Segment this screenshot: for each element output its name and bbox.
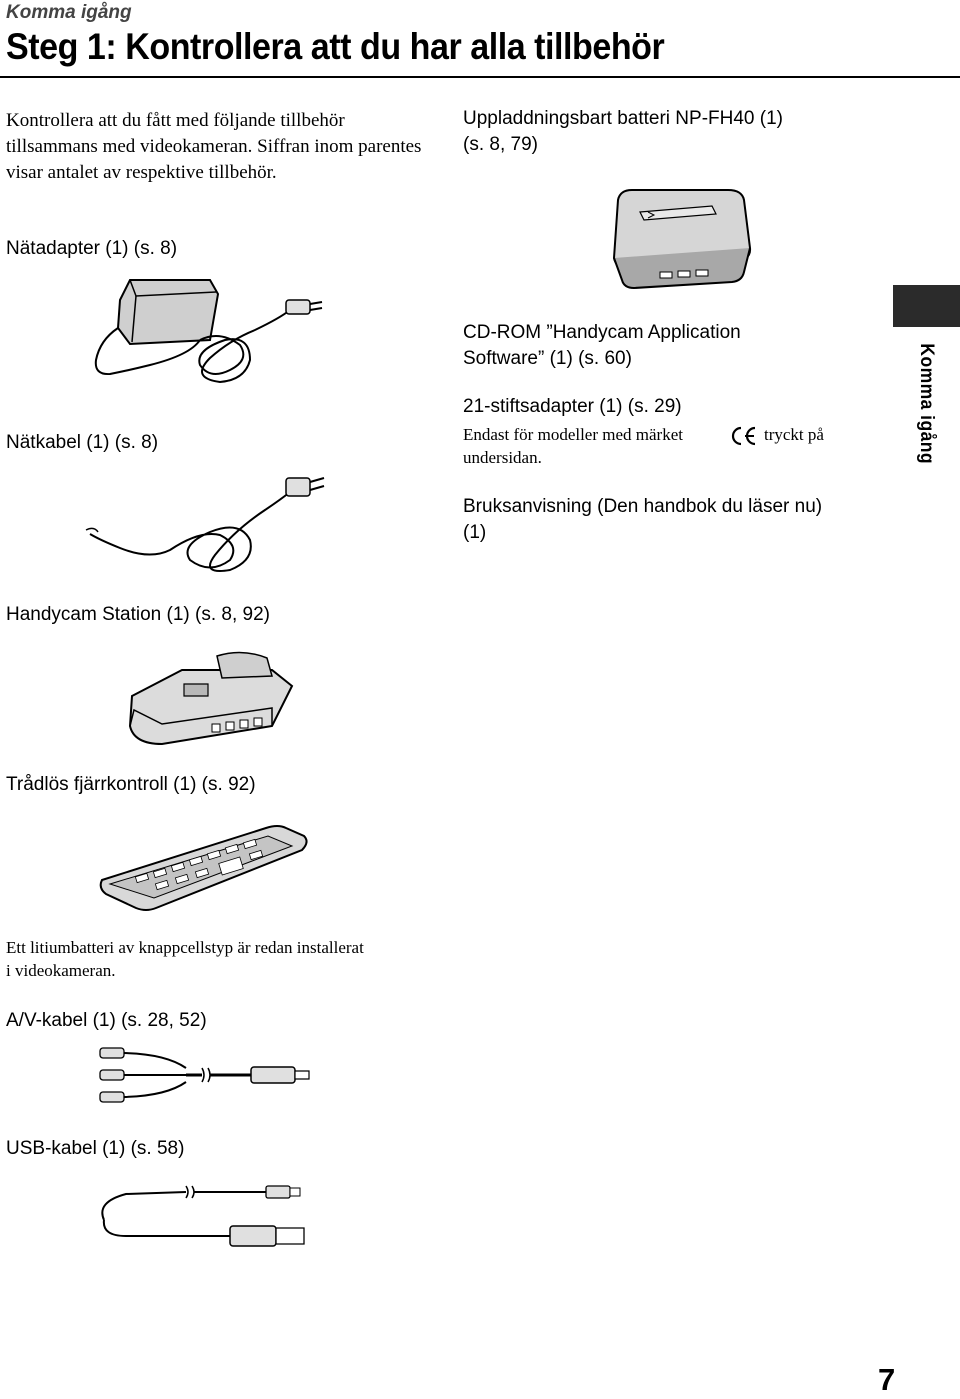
remote-note: Ett litiumbatteri av knappcellstyp är re… xyxy=(6,938,364,980)
av-cable-illustration xyxy=(96,1040,316,1110)
remote-illustration xyxy=(96,820,312,915)
battery-illustration xyxy=(600,180,760,295)
ac-adapter-label: Nätadapter (1) (s. 8) xyxy=(6,238,178,259)
adapter21-note-a: Endast för modeller med märket xyxy=(463,425,683,444)
ac-adapter-illustration xyxy=(90,270,330,410)
title-rule xyxy=(0,76,960,78)
page-number: 7 xyxy=(878,1362,896,1397)
cdrom-label-line1: CD-ROM ”Handycam Application xyxy=(463,322,741,343)
power-cord-illustration xyxy=(80,460,340,585)
av-cable-label: A/V-kabel (1) (s. 28, 52) xyxy=(6,1010,207,1031)
handycam-station-illustration xyxy=(122,646,302,751)
adapter21-note-b: tryckt på xyxy=(764,425,824,444)
side-tab-block xyxy=(893,285,960,327)
intro-text: Kontrollera att du fått med följande til… xyxy=(6,110,422,183)
adapter21-label: 21-stiftsadapter (1) (s. 29) xyxy=(463,396,682,417)
battery-label-line1: Uppladdningsbart batteri NP-FH40 (1) xyxy=(463,108,783,129)
usb-cable-illustration xyxy=(96,1180,316,1252)
manual-label-line1: Bruksanvisning (Den handbok du läser nu) xyxy=(463,496,823,517)
page-title: Steg 1: Kontrollera att du har alla till… xyxy=(6,26,665,67)
remote-label: Trådlös fjärrkontroll (1) (s. 92) xyxy=(6,774,256,795)
usb-cable-label: USB-kabel (1) (s. 58) xyxy=(6,1138,185,1159)
manual-label-line2: (1) xyxy=(463,522,487,543)
battery-label-line2: (s. 8, 79) xyxy=(463,134,538,155)
ce-mark-icon xyxy=(730,426,758,446)
handycam-station-label: Handycam Station (1) (s. 8, 92) xyxy=(6,604,270,625)
adapter21-note-c: undersidan. xyxy=(463,448,542,467)
cdrom-label-line2: Software” (1) (s. 60) xyxy=(463,348,632,369)
side-tab-label: Komma igång xyxy=(916,343,937,465)
section-tag: Komma igång xyxy=(6,2,132,23)
power-cord-label: Nätkabel (1) (s. 8) xyxy=(6,432,159,453)
